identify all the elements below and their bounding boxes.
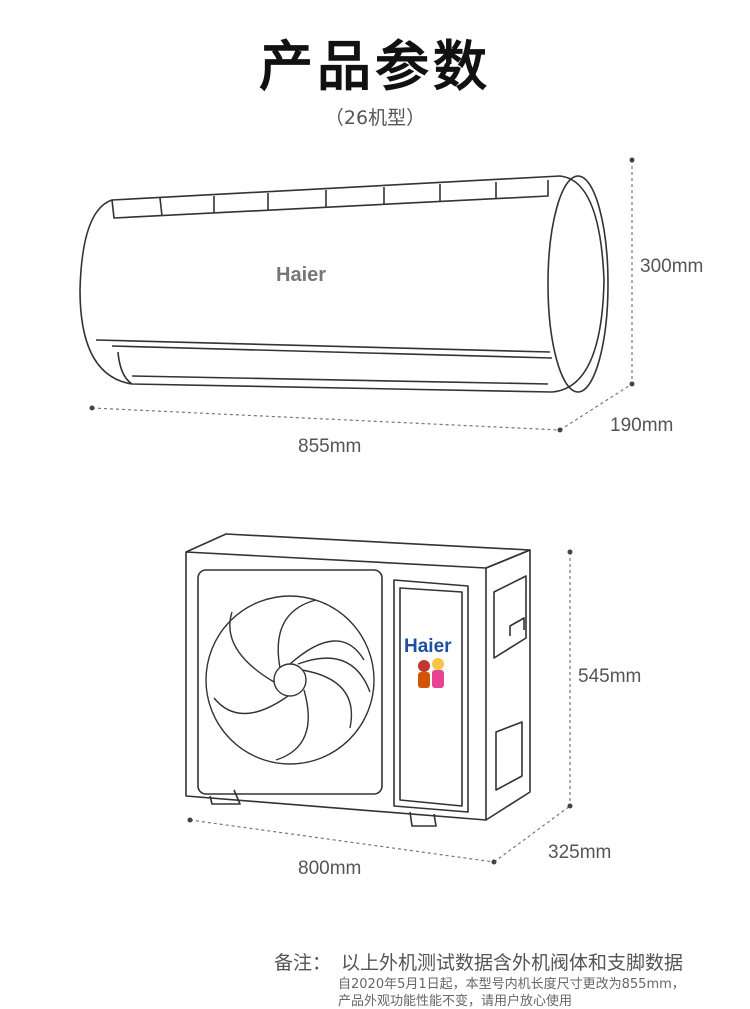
note-main-text: 以上外机测试数据含外机阀体和支脚数据 — [341, 952, 684, 974]
indoor-unit-drawing — [79, 157, 635, 433]
model-subtitle: （26机型） — [324, 107, 426, 129]
outdoor-unit-drawing — [185, 533, 573, 865]
indoor-brand-logo: Haier — [276, 264, 327, 286]
page-title: 产品参数 — [259, 35, 491, 98]
note-heading: 备注： 以上外机测试数据含外机阀体和支脚数据 — [274, 948, 683, 975]
mascot-icon — [418, 658, 444, 688]
indoor-width-label: 855mm — [298, 436, 362, 457]
outdoor-depth-label: 325mm — [548, 842, 612, 863]
note-label: 备注： — [274, 952, 332, 974]
outdoor-height-label: 545mm — [578, 666, 642, 687]
outdoor-width-label: 800mm — [298, 858, 362, 879]
note-line-2: 产品外观功能性能不变，请用户放心使用 — [338, 994, 573, 1009]
outdoor-brand-logo: Haier — [404, 636, 452, 657]
indoor-height-label: 300mm — [640, 256, 704, 277]
indoor-depth-label: 190mm — [610, 415, 674, 436]
note-line-1: 自2020年5月1日起，本型号内机长度尺寸更改为855mm， — [338, 977, 685, 992]
